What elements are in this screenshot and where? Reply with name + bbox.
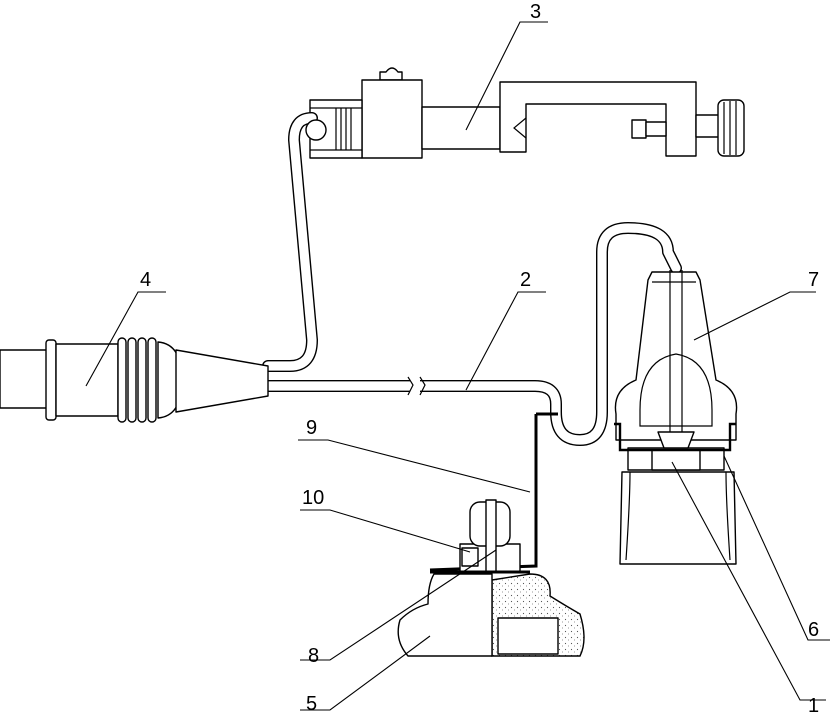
clamp-c-frame <box>499 81 697 157</box>
upper-tube <box>262 112 327 372</box>
leaders <box>85 21 830 711</box>
leader-10 <box>300 509 471 553</box>
leader-6 <box>723 455 830 641</box>
leader-2 <box>465 291 546 391</box>
connector-plug <box>0 337 269 423</box>
bottle-body <box>614 271 738 441</box>
clamp-rod <box>421 106 501 150</box>
label-5: 5 <box>306 693 317 715</box>
plug-taper-sleeve <box>175 349 269 413</box>
label-6: 6 <box>808 619 819 641</box>
label-7: 7 <box>808 269 819 291</box>
label-10: 10 <box>302 487 324 509</box>
leader-8 <box>300 549 497 661</box>
cable-2 <box>262 222 682 446</box>
clamp-assembly <box>309 67 745 159</box>
label-1: 1 <box>808 695 819 717</box>
leader-7 <box>693 291 816 341</box>
label-2: 2 <box>520 269 531 291</box>
leader-4 <box>85 291 166 387</box>
clamp-head <box>361 79 423 159</box>
label-9: 9 <box>306 417 317 439</box>
clamp-top-knob <box>379 67 403 81</box>
base-cylinder <box>619 471 737 565</box>
clamp-thumb-knob <box>717 99 745 157</box>
leader-5 <box>300 635 431 711</box>
base-unit <box>397 499 585 657</box>
block-10 <box>461 547 479 567</box>
clamp-screw <box>695 114 721 138</box>
label-4: 4 <box>140 269 151 291</box>
label-3: 3 <box>530 1 541 23</box>
leader-1 <box>671 461 826 701</box>
leader-9 <box>298 439 531 493</box>
bottle-assembly <box>614 270 738 565</box>
plug-body <box>55 343 119 417</box>
base-body <box>397 573 493 657</box>
screw-1 <box>651 449 701 471</box>
leader-3 <box>465 21 548 131</box>
clamp-stud <box>631 119 647 139</box>
plug-tip <box>0 349 49 409</box>
label-8: 8 <box>308 645 319 667</box>
